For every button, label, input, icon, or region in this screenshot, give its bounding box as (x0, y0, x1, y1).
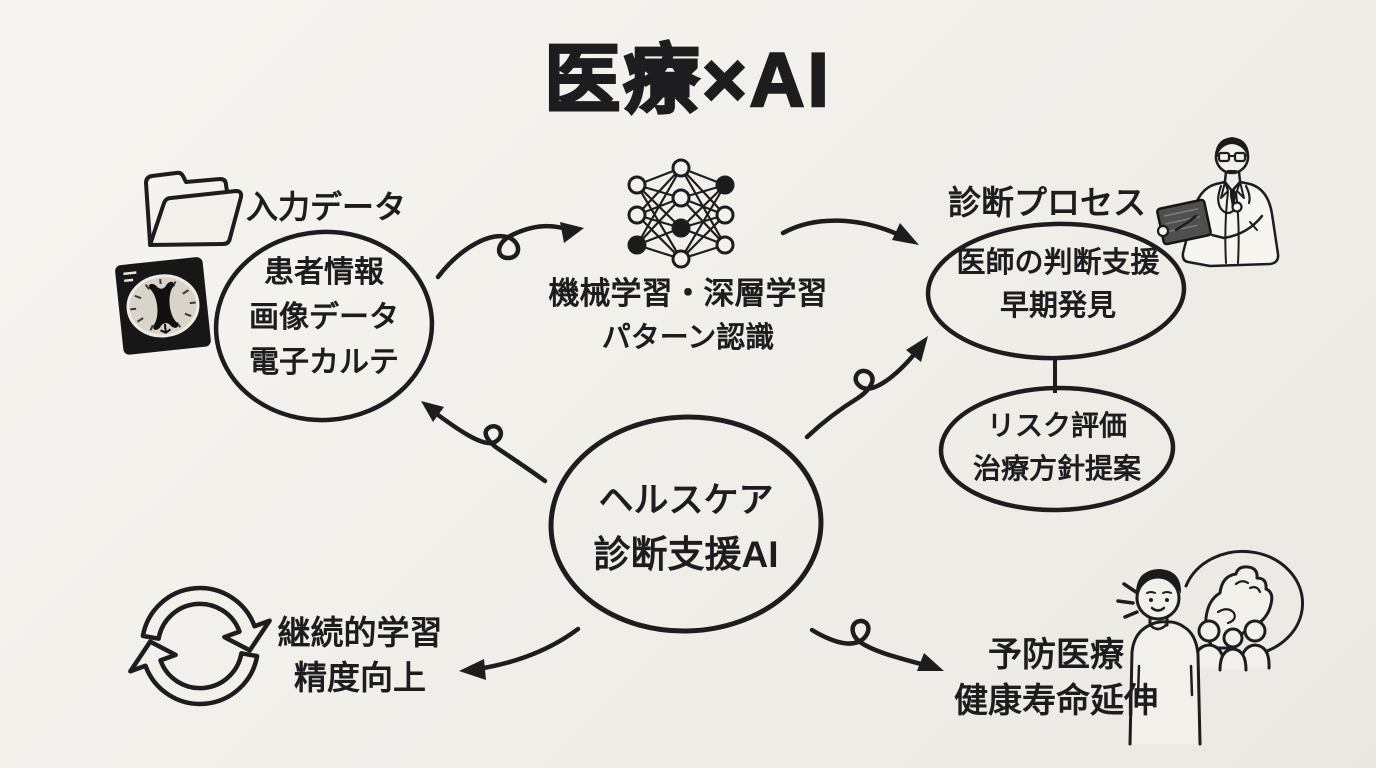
cycle-arrows-icon (128, 585, 272, 707)
bubble-line: 早期発見 (999, 290, 1116, 322)
caption-line: パターン認識 (601, 322, 775, 354)
arrow-center-to-diagnosis (804, 343, 924, 440)
doctor-illustration (1156, 137, 1280, 268)
risk-bubble-text: リスク評価 治療方針提案 (937, 404, 1177, 490)
model-caption: 機械学習・深層学習 パターン認識 (528, 272, 848, 360)
energy-circle (1184, 549, 1304, 657)
center-ai-bubble (548, 414, 824, 634)
neural-network-icon (627, 158, 735, 269)
arrow-model-to-diagnosis (780, 218, 911, 242)
caption-line: 予防医療 (988, 636, 1124, 674)
input-data-bubble (213, 229, 435, 423)
risk-bubble (938, 385, 1176, 513)
arrow-heads (421, 222, 944, 680)
bubble-line: 電子カルテ (249, 346, 399, 379)
center-ai-bubble-text: ヘルスケア 診断支援AI (551, 474, 821, 582)
prevention-label: 予防医療 健康寿命延伸 (938, 632, 1174, 724)
arrow-input-to-model (435, 223, 577, 280)
arrow-center-to-prevention (809, 618, 935, 670)
diagnosis-bubble-text: 医師の判断支援 早期発見 (936, 242, 1180, 328)
bubble-line: 診断支援AI (593, 534, 779, 575)
caption-line: 健康寿命延伸 (954, 682, 1158, 720)
patient-illustration (1116, 549, 1304, 746)
bubble-line: ヘルスケア (598, 481, 774, 520)
bubble-line: 治療方針提案 (972, 453, 1141, 484)
arrow-center-to-learning (475, 626, 581, 672)
emphasis-lines (1116, 582, 1139, 619)
page-title: 医療×AI (543, 37, 832, 125)
folder-icon (144, 170, 244, 247)
continuous-learning-label: 継続的学習 精度向上 (262, 610, 458, 700)
bubble-line: リスク評価 (986, 410, 1127, 441)
arrow-center-to-input (427, 406, 548, 484)
bubble-line: 患者情報 (264, 256, 384, 289)
patient-hair (1135, 569, 1182, 598)
diagnosis-bubble (925, 221, 1187, 361)
people-group-icon (1192, 619, 1271, 672)
diagnosis-process-label: 診断プロセス (948, 184, 1146, 221)
bubble-line: 医師の判断支援 (956, 247, 1160, 279)
bubble-line: 画像データ (249, 301, 399, 334)
brain-mri-icon (115, 257, 211, 355)
caption-line: 精度向上 (294, 659, 426, 696)
input-bubble-text: 患者情報 画像データ 電子カルテ (218, 250, 430, 385)
caption-line: 継続的学習 (277, 614, 443, 651)
input-data-label: 入力データ (246, 189, 407, 225)
caption-line: 機械学習・深層学習 (548, 276, 828, 311)
